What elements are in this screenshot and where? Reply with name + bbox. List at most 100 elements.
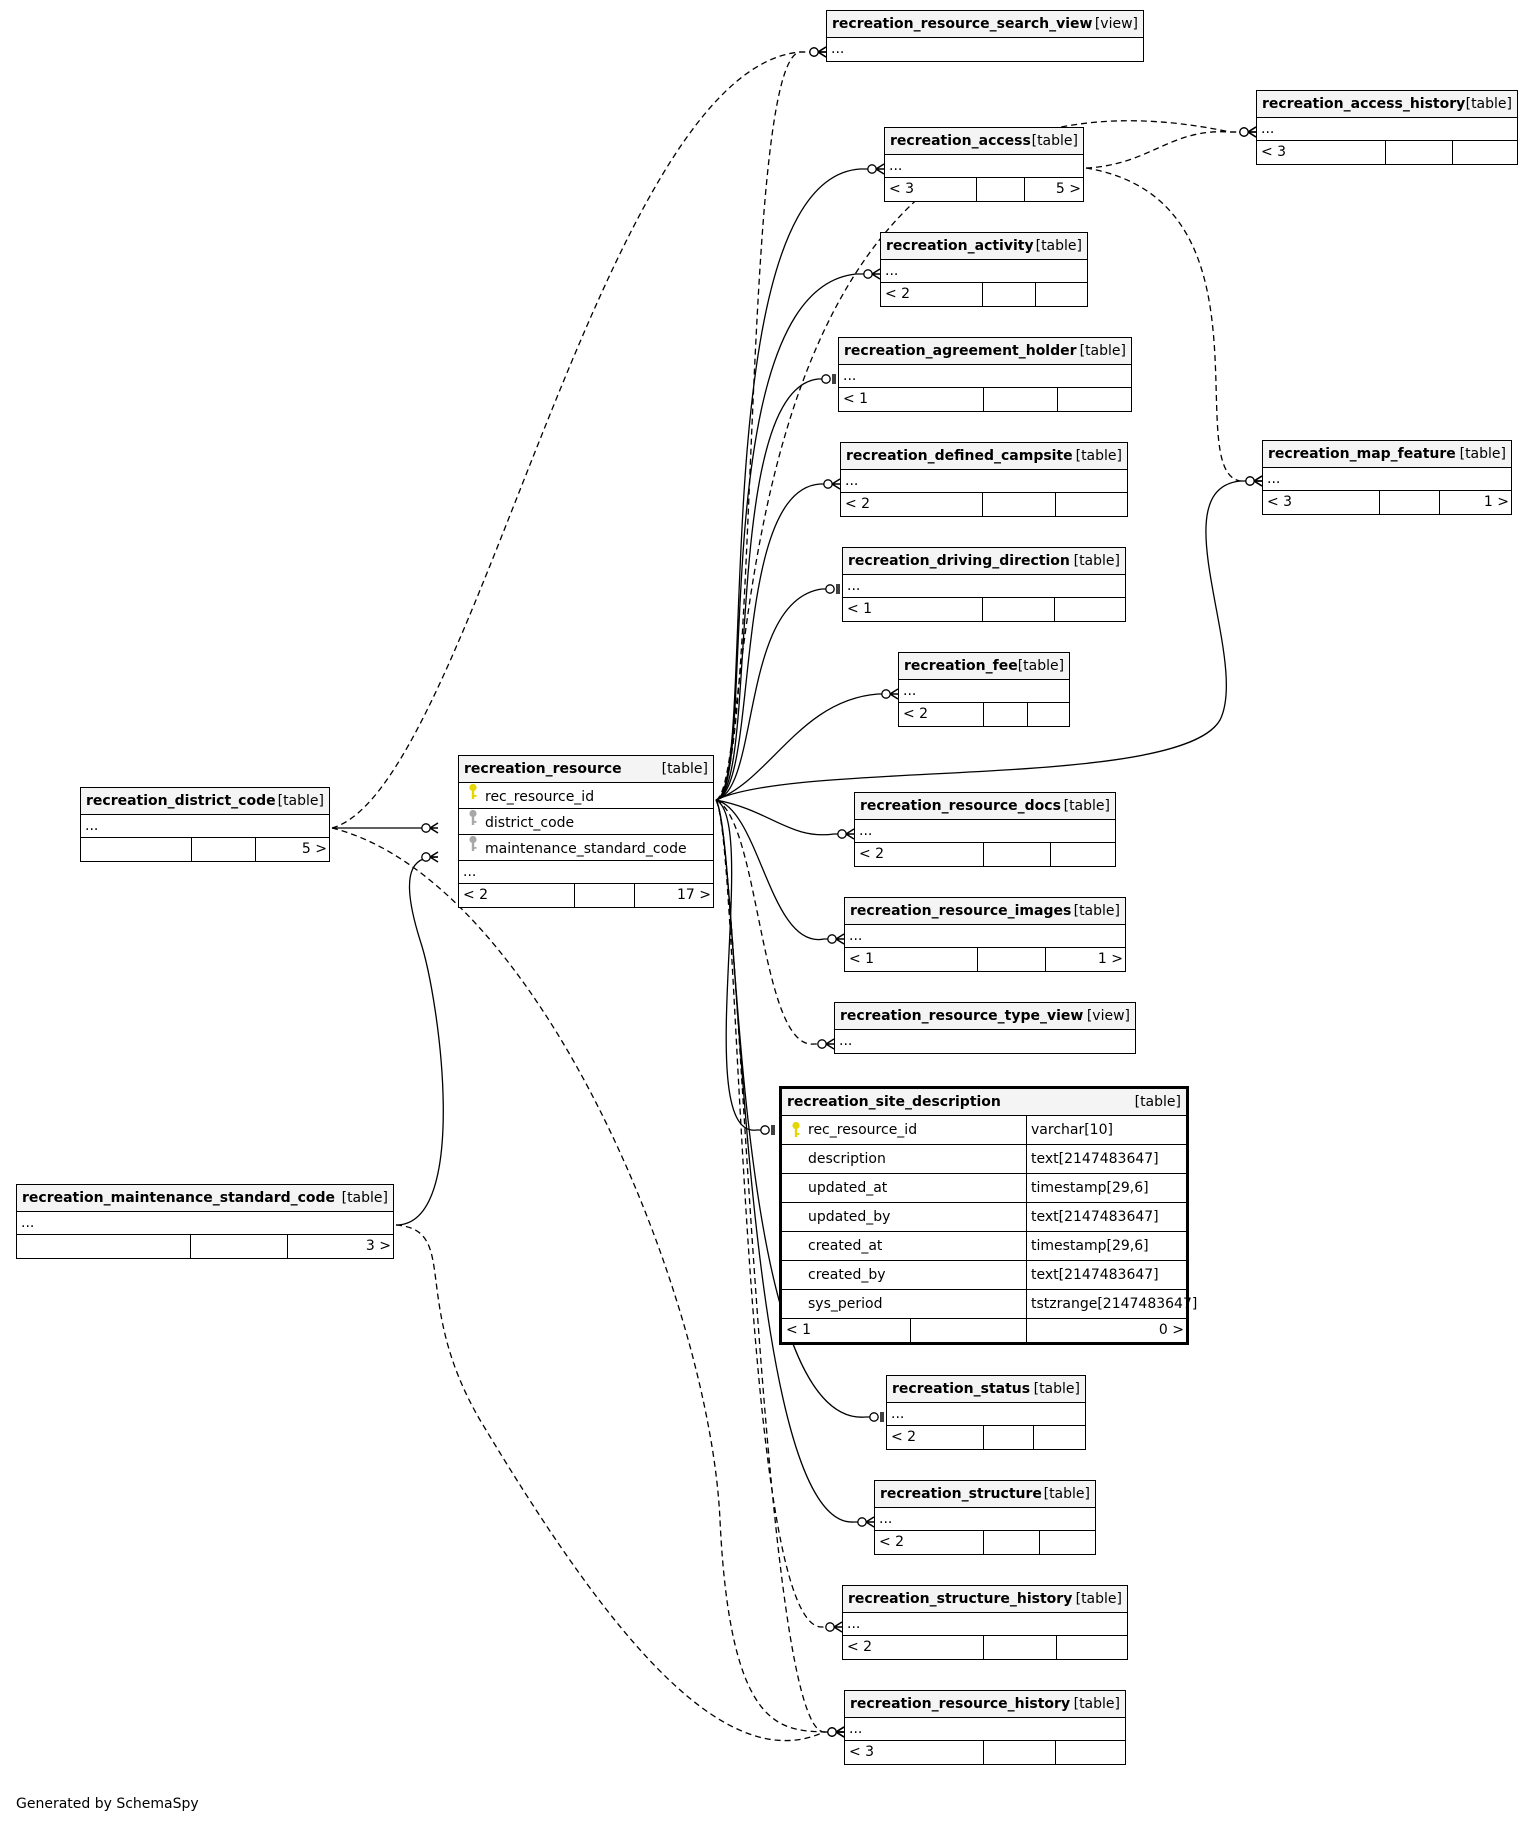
children-count[interactable] — [1050, 843, 1117, 866]
children-count[interactable] — [1033, 1426, 1087, 1449]
collapsed-columns[interactable]: ... — [845, 1718, 1125, 1741]
table-header[interactable]: recreation_resource_search_view[view] — [827, 11, 1143, 38]
table-header[interactable]: recreation_defined_campsite[table] — [841, 443, 1127, 470]
relationship-recreation-maintenance-standard-code-to-recreation-resource[interactable] — [395, 851, 444, 1226]
children-count[interactable] — [1452, 141, 1519, 164]
table-header[interactable]: recreation_map_feature[table] — [1263, 441, 1511, 468]
table-recreation-maintenance-standard-code[interactable]: recreation_maintenance_standard_code[tab… — [16, 1184, 394, 1259]
table-recreation-resource-history[interactable]: recreation_resource_history[table]... < 3 — [844, 1690, 1126, 1765]
parents-count[interactable]: < 1 — [786, 1322, 812, 1338]
relationship-recreation-district-code-to-recreation-resource-search-view[interactable] — [331, 46, 827, 829]
parents-count[interactable]: < 1 — [849, 951, 875, 967]
table-header[interactable]: recreation_site_description[table] — [782, 1089, 1186, 1116]
column-row[interactable]: maintenance_standard_code — [459, 835, 713, 861]
table-header[interactable]: recreation_district_code[table] — [81, 788, 329, 815]
collapsed-columns[interactable]: ... — [855, 820, 1115, 843]
column-row[interactable]: district_code — [459, 809, 713, 835]
table-header[interactable]: recreation_structure[table] — [875, 1481, 1095, 1508]
table-header[interactable]: recreation_agreement_holder[table] — [839, 338, 1131, 365]
parents-count[interactable]: < 2 — [859, 846, 885, 862]
table-recreation-resource[interactable]: recreation_resource[table]rec_resource_i… — [458, 755, 714, 908]
parents-count[interactable]: < 2 — [885, 286, 911, 302]
relationship-recreation-resource-to-recreation-resource-search-view[interactable] — [715, 46, 827, 801]
parents-count[interactable]: < 2 — [845, 496, 871, 512]
collapsed-columns[interactable]: ... — [843, 575, 1125, 598]
parents-count[interactable]: < 2 — [847, 1639, 873, 1655]
collapsed-columns[interactable]: ... — [843, 1613, 1127, 1636]
parents-count[interactable]: < 2 — [903, 706, 929, 722]
table-recreation-agreement-holder[interactable]: recreation_agreement_holder[table]... < 1 — [838, 337, 1132, 412]
parents-count[interactable]: < 3 — [889, 181, 915, 197]
parents-count[interactable]: < 2 — [891, 1429, 917, 1445]
children-count[interactable]: 17 > — [634, 884, 715, 907]
children-count[interactable]: 1 > — [1045, 948, 1127, 971]
table-header[interactable]: recreation_maintenance_standard_code[tab… — [17, 1185, 393, 1212]
collapsed-columns[interactable]: ... — [845, 925, 1125, 948]
parents-count[interactable] — [17, 1235, 190, 1258]
column-row[interactable]: rec_resource_id — [459, 783, 713, 809]
relationship-recreation-resource-to-recreation-agreement-holder[interactable] — [715, 374, 836, 801]
collapsed-columns[interactable]: ... — [81, 815, 329, 838]
relationship-recreation-district-code-to-recreation-resource-history[interactable] — [331, 827, 845, 1738]
relationship-recreation-resource-to-recreation-driving-direction[interactable] — [715, 584, 840, 801]
collapsed-columns[interactable]: ... — [899, 680, 1069, 703]
collapsed-columns[interactable]: ... — [887, 1403, 1085, 1426]
table-recreation-resource-search-view[interactable]: recreation_resource_search_view[view]... — [826, 10, 1144, 62]
table-recreation-resource-type-view[interactable]: recreation_resource_type_view[view]... — [834, 1002, 1136, 1054]
collapsed-columns[interactable]: ... — [841, 470, 1127, 493]
relationship-recreation-resource-to-recreation-fee[interactable] — [715, 688, 899, 801]
relationship-recreation-resource-to-recreation-resource-type-view[interactable] — [715, 799, 835, 1050]
collapsed-columns[interactable]: ... — [17, 1212, 393, 1235]
parents-count[interactable] — [81, 838, 191, 861]
relationship-recreation-access-to-recreation-access-history[interactable] — [1085, 126, 1257, 169]
table-recreation-site-description[interactable]: recreation_site_description[table]rec_re… — [779, 1086, 1197, 1345]
collapsed-columns[interactable]: ... — [1257, 118, 1517, 141]
children-count[interactable]: 1 > — [1439, 491, 1513, 514]
table-header[interactable]: recreation_structure_history[table] — [843, 1586, 1127, 1613]
table-header[interactable]: recreation_driving_direction[table] — [843, 548, 1125, 575]
parents-count[interactable]: < 2 — [463, 887, 489, 903]
relationship-recreation-resource-to-recreation-map-feature[interactable] — [715, 475, 1263, 801]
collapsed-columns[interactable]: ... — [1263, 468, 1511, 491]
parents-count[interactable]: < 1 — [843, 391, 869, 407]
relationship-recreation-resource-to-recreation-structure[interactable] — [715, 799, 875, 1528]
table-header[interactable]: recreation_resource[table] — [459, 756, 713, 783]
children-count[interactable] — [1055, 493, 1129, 516]
table-recreation-resource-docs[interactable]: recreation_resource_docs[table]...< 2 — [854, 792, 1116, 867]
collapsed-columns[interactable]: ... — [839, 1033, 853, 1049]
parents-count[interactable]: < 3 — [1261, 144, 1287, 160]
parents-count[interactable]: < 3 — [1267, 494, 1293, 510]
children-count[interactable]: 5 > — [1024, 178, 1085, 201]
table-recreation-structure[interactable]: recreation_structure[table]...< 2 — [874, 1480, 1096, 1555]
table-header[interactable]: recreation_access[table] — [885, 128, 1083, 155]
parents-count[interactable]: < 3 — [849, 1744, 875, 1760]
table-recreation-map-feature[interactable]: recreation_map_feature[table]... < 3 1 > — [1262, 440, 1512, 515]
table-recreation-activity[interactable]: recreation_activity[table]... < 2 — [880, 232, 1088, 307]
children-count[interactable]: 3 > — [287, 1235, 395, 1258]
collapsed-columns[interactable]: ... — [885, 155, 1083, 178]
table-recreation-defined-campsite[interactable]: recreation_defined_campsite[table]... < 2 — [840, 442, 1128, 517]
collapsed-columns[interactable]: ... — [839, 365, 1131, 388]
table-header[interactable]: recreation_activity[table] — [881, 233, 1087, 260]
parents-count[interactable]: < 1 — [847, 601, 873, 617]
parents-count[interactable]: < 2 — [879, 1534, 905, 1550]
collapsed-columns[interactable]: ... — [881, 260, 1087, 283]
children-count[interactable] — [1057, 388, 1133, 411]
children-count[interactable] — [1056, 1636, 1129, 1659]
children-count[interactable]: 5 > — [255, 838, 331, 861]
relationship-recreation-resource-to-recreation-resource-docs[interactable] — [715, 799, 855, 840]
relationship-recreation-resource-to-recreation-activity[interactable] — [715, 268, 881, 801]
table-recreation-district-code[interactable]: recreation_district_code[table]...5 > — [80, 787, 330, 862]
collapsed-columns[interactable]: ... — [831, 41, 845, 57]
children-count[interactable] — [1035, 283, 1089, 306]
relationship-recreation-maintenance-standard-code-to-recreation-resource-history[interactable] — [395, 1224, 845, 1742]
children-count[interactable] — [1055, 1741, 1127, 1764]
table-header[interactable]: recreation_resource_history[table] — [845, 1691, 1125, 1718]
